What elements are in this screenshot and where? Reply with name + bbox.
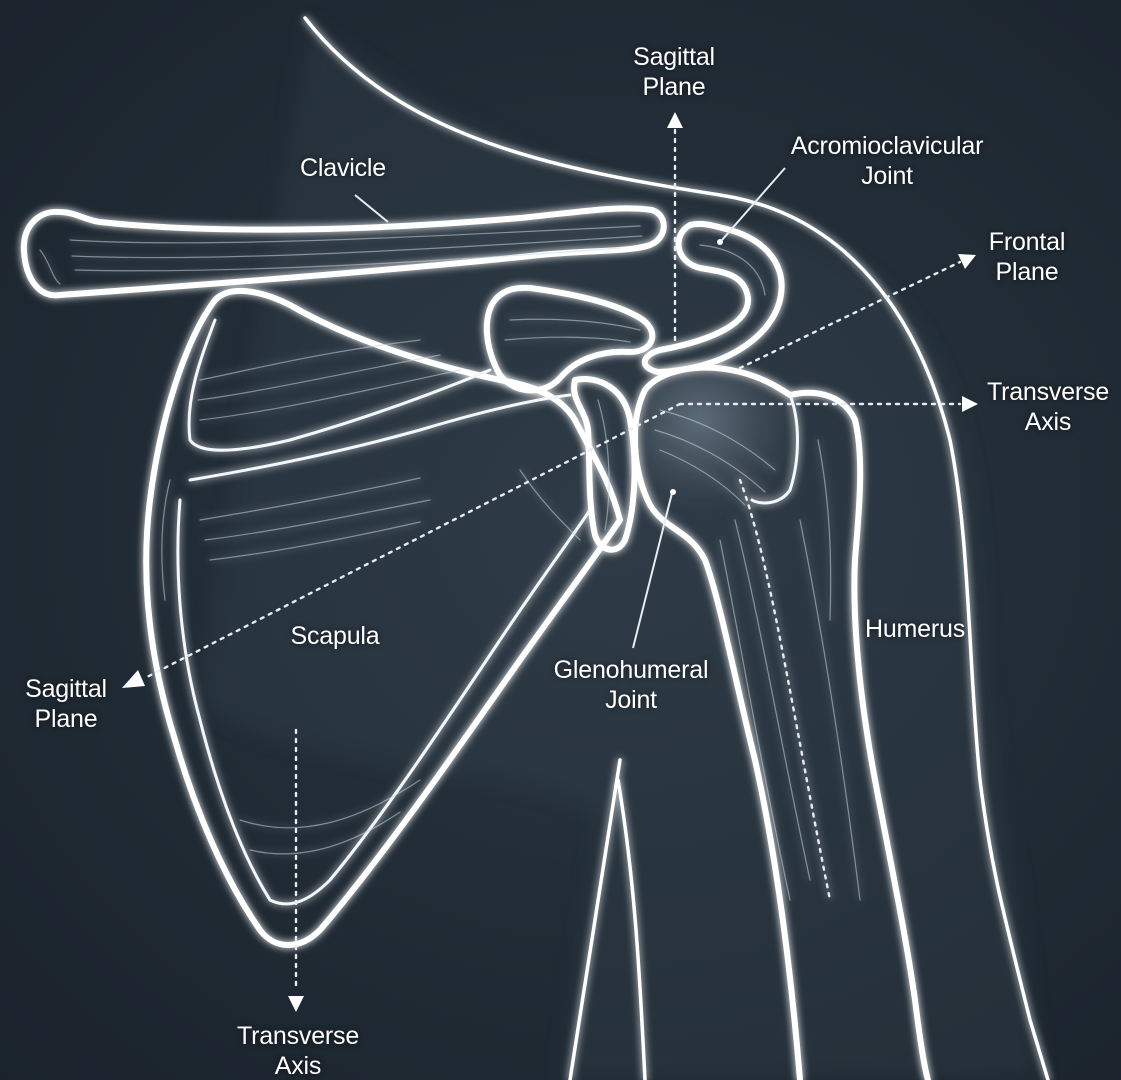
label-line: Joint bbox=[776, 161, 998, 191]
label-transverse-axis-bottom: Transverse Axis bbox=[226, 1021, 370, 1080]
label-frontal-plane: Frontal Plane bbox=[972, 227, 1082, 287]
label-line: Frontal bbox=[972, 227, 1082, 257]
label-line: Clavicle bbox=[280, 153, 406, 183]
arrow-up-icon bbox=[667, 112, 683, 128]
label-line: Plane bbox=[612, 72, 736, 102]
label-line: Humerus bbox=[848, 614, 982, 644]
label-sagittal-plane-left: Sagittal Plane bbox=[6, 674, 126, 734]
label-transverse-axis-right: Transverse Axis bbox=[978, 377, 1118, 437]
label-acromioclavicular-joint: Acromioclavicular Joint bbox=[776, 131, 998, 191]
label-humerus: Humerus bbox=[848, 614, 982, 644]
label-line: Transverse bbox=[978, 377, 1118, 407]
arrow-right-icon bbox=[962, 396, 978, 412]
label-sagittal-plane-top: Sagittal Plane bbox=[612, 42, 736, 102]
label-line: Acromioclavicular bbox=[776, 131, 998, 161]
label-line: Plane bbox=[6, 704, 126, 734]
label-line: Sagittal bbox=[6, 674, 126, 704]
label-line: Sagittal bbox=[612, 42, 736, 72]
arrow-down-icon bbox=[288, 996, 304, 1012]
acromioclavicular-marker bbox=[717, 239, 723, 245]
label-line: Scapula bbox=[272, 621, 398, 651]
label-line: Joint bbox=[534, 685, 728, 715]
label-line: Glenohumeral bbox=[534, 655, 728, 685]
label-line: Axis bbox=[978, 407, 1118, 437]
label-scapula: Scapula bbox=[272, 621, 398, 651]
glenohumeral-marker bbox=[670, 489, 676, 495]
label-line: Axis bbox=[226, 1051, 370, 1080]
label-line: Plane bbox=[972, 257, 1082, 287]
label-glenohumeral-joint: Glenohumeral Joint bbox=[534, 655, 728, 715]
label-clavicle: Clavicle bbox=[280, 153, 406, 183]
label-line: Transverse bbox=[226, 1021, 370, 1051]
